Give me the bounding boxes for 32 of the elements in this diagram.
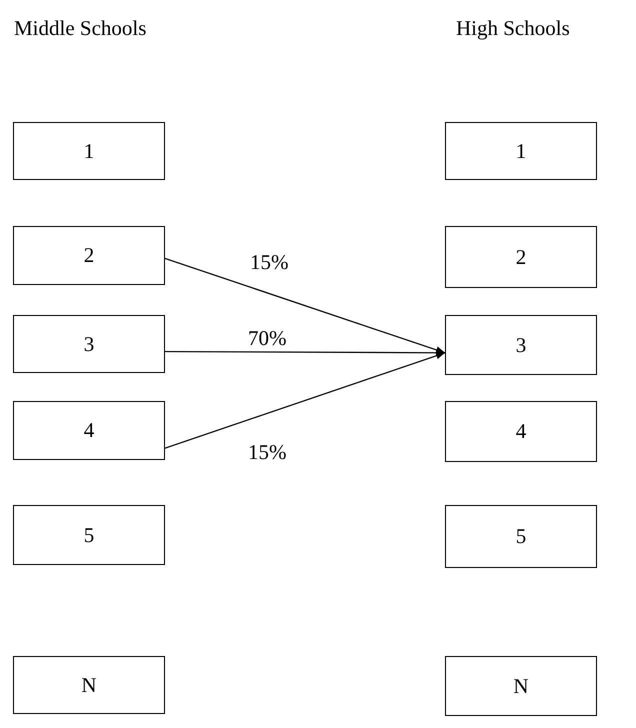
school-number: N [81,672,97,698]
school-box [13,505,165,565]
school-number: 1 [84,138,94,164]
edge-label: 15% [248,442,286,463]
school-box [445,656,597,716]
school-box [13,122,165,180]
school-number: 4 [84,418,94,443]
school-number: 2 [84,243,94,268]
school-number: 3 [84,332,94,356]
school-number: 2 [516,244,526,270]
arrow [164,352,446,449]
school-box [13,401,165,460]
school-box [445,122,597,180]
school-number: N [513,674,529,698]
school-box [445,505,597,568]
school-box [445,401,597,462]
column-heading: Middle Schools [14,18,146,39]
arrow [165,349,445,356]
school-box [13,315,165,373]
school-box [445,315,597,375]
school-box [445,226,597,288]
school-number: 3 [516,332,526,358]
school-box [13,656,165,714]
school-number: 4 [516,419,526,444]
column-heading: High Schools [456,18,570,39]
school-box [13,226,165,285]
arrow [164,258,446,354]
edge-label: 70% [248,328,286,349]
school-number: 1 [516,138,526,164]
school-number: 5 [84,522,94,548]
edge-label: 15% [250,252,288,273]
school-number: 5 [516,524,526,549]
